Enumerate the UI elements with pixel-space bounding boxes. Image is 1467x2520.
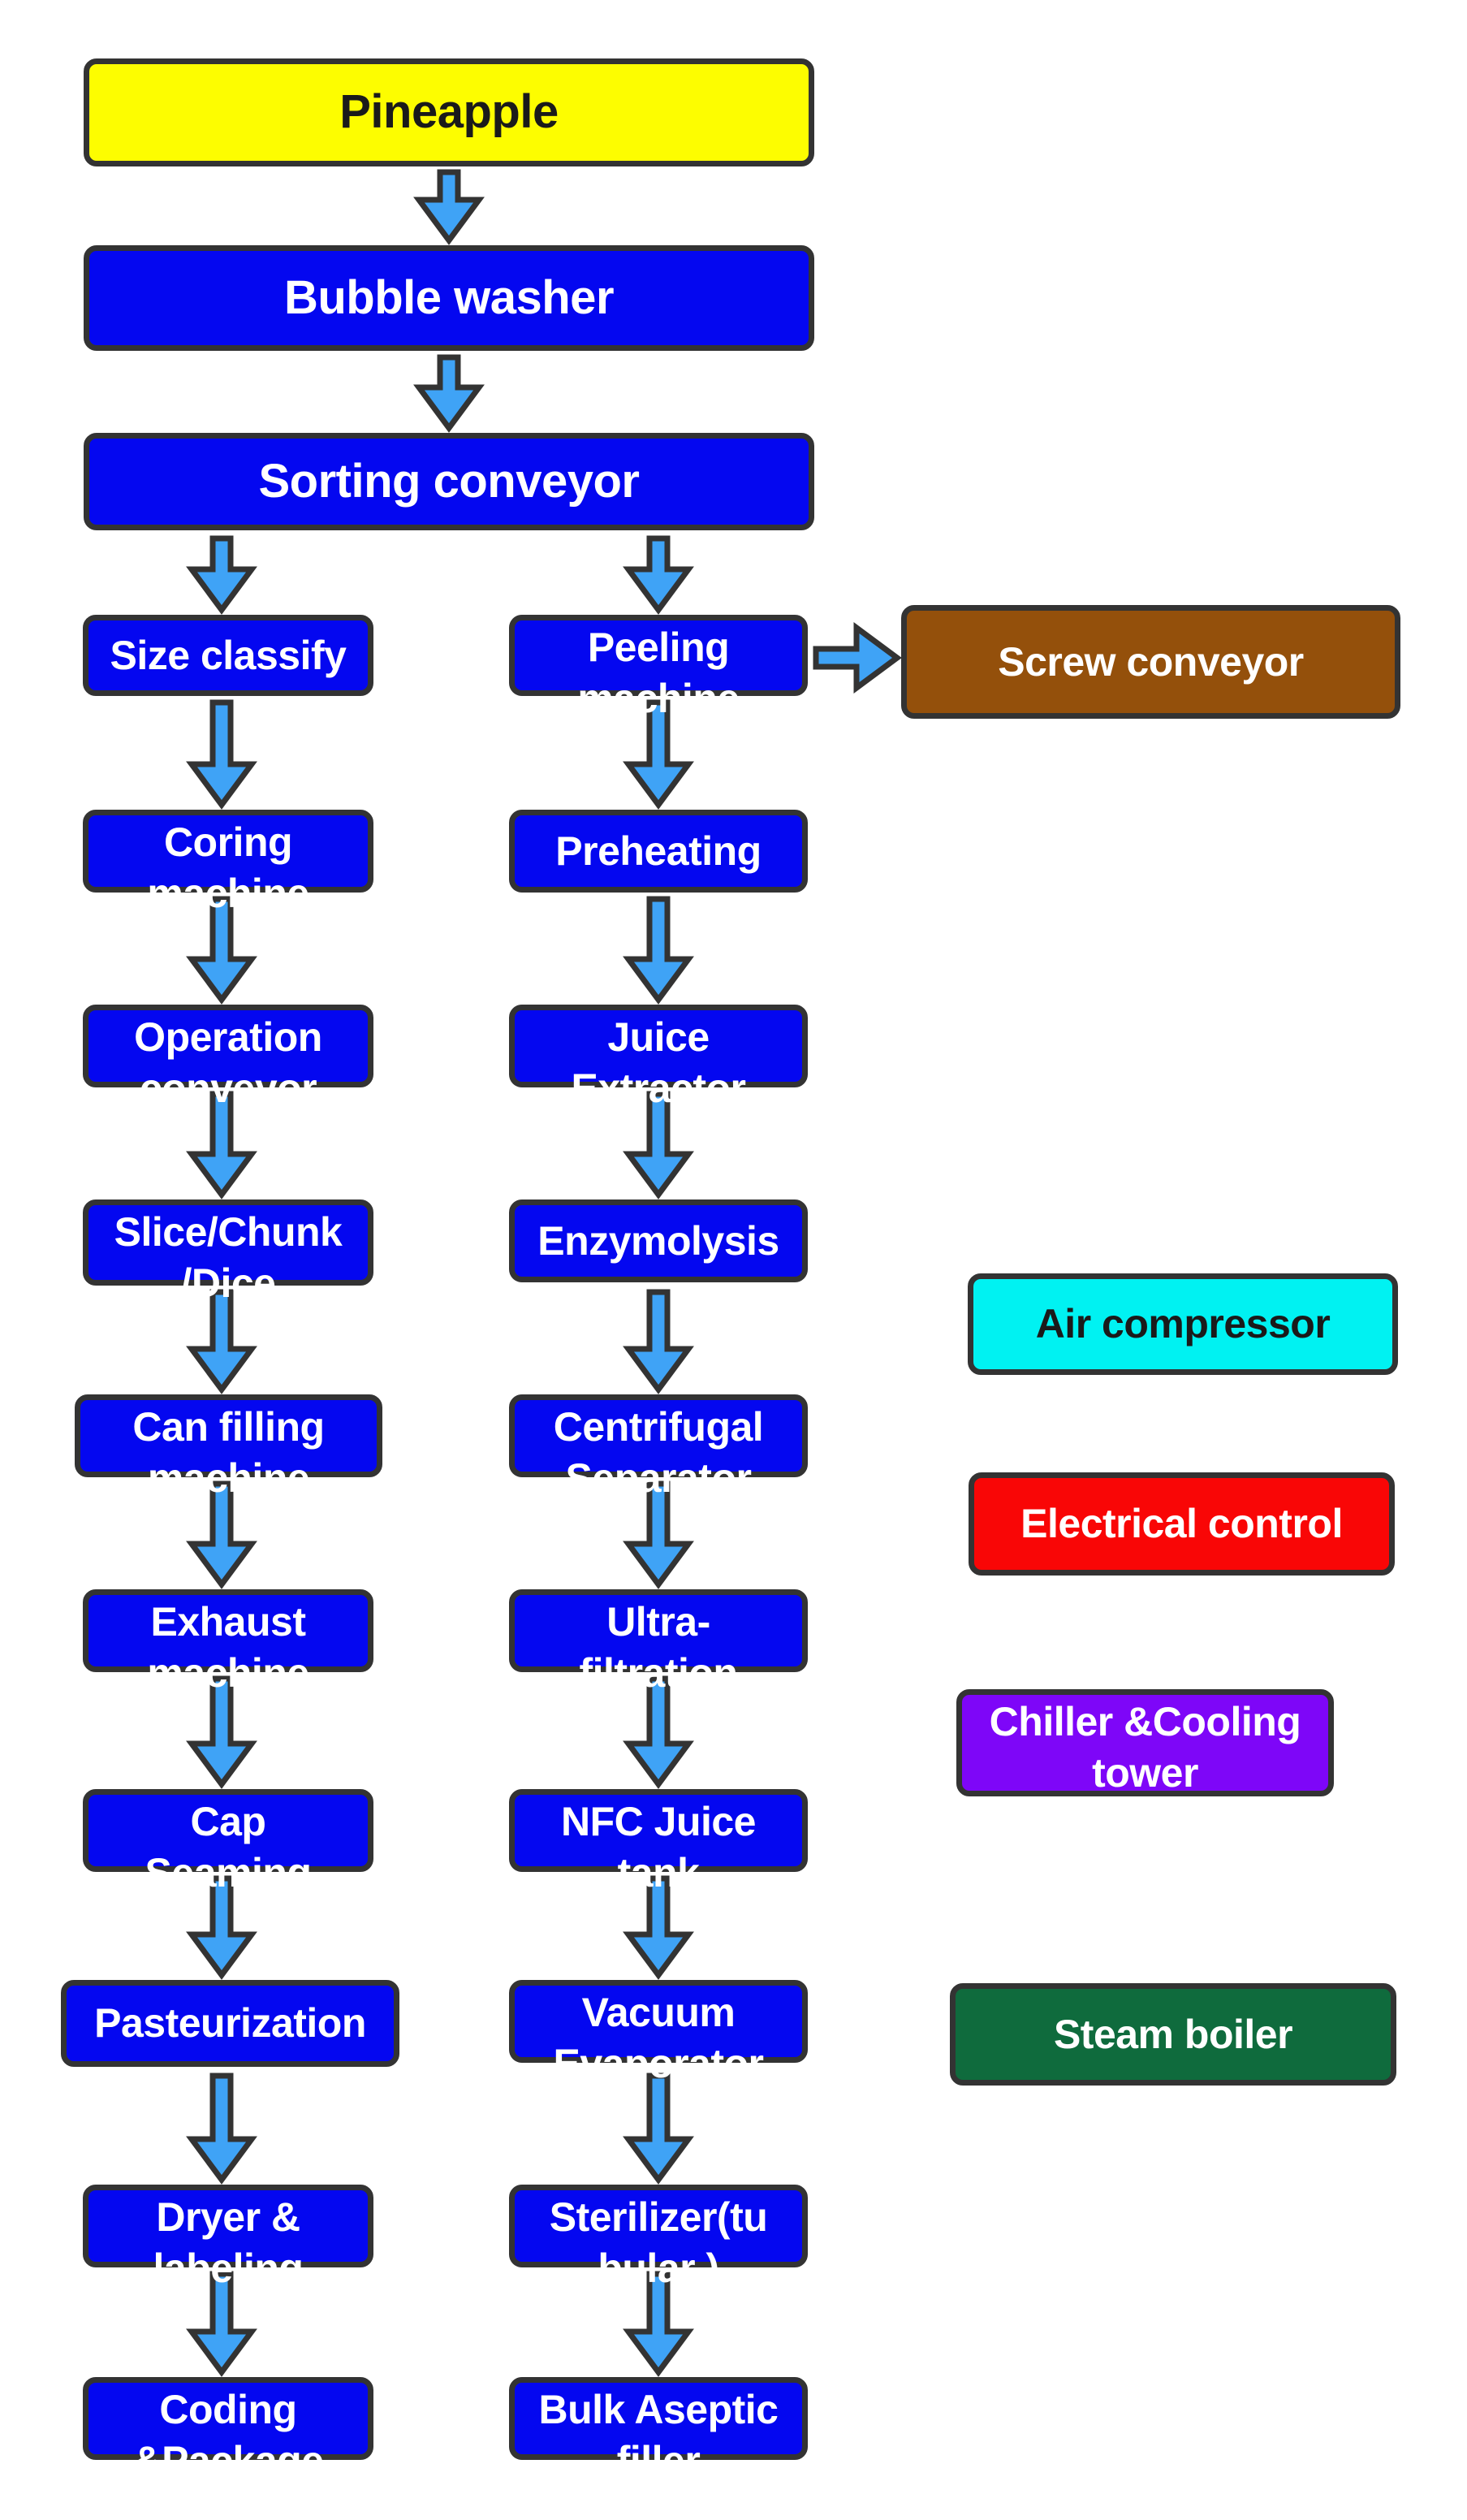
peeling-machine-node: Peeling machine (509, 615, 808, 721)
cap-seaming-node: Cap Seaming (83, 1789, 373, 1895)
chiller-cooling-tower-node: Chiller &Cooling tower (956, 1689, 1334, 1796)
vacuum-to-sterilizer-arrow (623, 2073, 694, 2185)
vacuum-evaporator-label: Vacuum Evaporator (553, 1990, 764, 2086)
cap-seaming-label: Cap Seaming (145, 1799, 312, 1895)
slice-chunk-dice-node: Slice/Chunk /Dice (83, 1199, 373, 1306)
exhaust-machine-node: Exhaust machine (83, 1589, 373, 1696)
pasteurization-node: Pasteurization (61, 1980, 399, 2067)
preheating-node: Preheating (509, 810, 808, 893)
size-classify-node: Size classify (83, 615, 373, 696)
exhaust-to-cap-seaming-arrow (186, 1675, 257, 1789)
juice-extractor-label: Juice Extractor (571, 1014, 746, 1111)
enzymolysis-label: Enzymolysis (537, 1217, 779, 1264)
preheating-to-juice-extractor-arrow (623, 896, 694, 1005)
centrifugal-separator-label: Centrifugal Separator (553, 1404, 764, 1501)
nfc-juice-tank-node: NFC Juice tank (509, 1789, 808, 1895)
sorting-to-peeling-machine-arrow (623, 535, 694, 615)
dryer-labeling-label: Dryer & labeling (153, 2194, 304, 2291)
pineapple-node: Pineapple (84, 58, 814, 166)
nfc-tank-to-vacuum-evaporator-arrow (623, 1875, 694, 1980)
electrical-control-label: Electrical control (1020, 1501, 1343, 1547)
sterilizer-tubular-label: Sterilizer(tu bular ) (549, 2194, 768, 2291)
slice-to-can-filling-arrow (186, 1289, 257, 1394)
operation-conveyor-label: Operation conveyor (134, 1014, 322, 1111)
coring-to-operation-conveyor-arrow (186, 896, 257, 1005)
dryer-to-coding-package-arrow (186, 2271, 257, 2377)
preheating-label: Preheating (555, 828, 762, 874)
peeling-to-preheating-arrow (623, 699, 694, 810)
sterilizer-to-bulk-aseptic-arrow (623, 2271, 694, 2377)
steam-boiler-label: Steam boiler (1053, 2011, 1293, 2057)
air-compressor-node: Air compressor (968, 1273, 1398, 1375)
vacuum-evaporator-node: Vacuum Evaporator (509, 1980, 808, 2086)
bulk-aseptic-filler-label: Bulk Aseptic filler (538, 2387, 779, 2483)
pasteurization-label: Pasteurization (94, 2000, 366, 2047)
exhaust-machine-label: Exhaust machine (147, 1599, 309, 1696)
juice-extractor-to-enzymolysis-arrow (623, 1091, 694, 1199)
nfc-juice-tank-label: NFC Juice tank (560, 1799, 757, 1895)
coding-package-label: Coding &Package (132, 2387, 324, 2483)
sorting-conveyor-label: Sorting conveyor (258, 454, 640, 508)
ultra-filtration-to-nfc-tank-arrow (623, 1675, 694, 1789)
dryer-labeling-node: Dryer & labeling (83, 2185, 373, 2291)
bubble-washer-node: Bubble washer (84, 245, 814, 351)
can-filling-machine-node: Can filling machine (75, 1394, 382, 1501)
sorting-to-size-classify-arrow (186, 535, 257, 615)
can-filling-machine-label: Can filling machine (132, 1404, 325, 1501)
operation-to-slice-chunk-dice-arrow (186, 1091, 257, 1199)
air-compressor-label: Air compressor (1035, 1301, 1331, 1347)
cap-seaming-to-pasteurization-arrow (186, 1875, 257, 1980)
coding-package-node: Coding &Package (83, 2377, 373, 2483)
centrifugal-separator-node: Centrifugal Separator (509, 1394, 808, 1501)
operation-conveyor-node: Operation conveyor (83, 1005, 373, 1111)
centrifugal-to-ultra-filtration-arrow (623, 1480, 694, 1589)
sterilizer-tubular-node: Sterilizer(tu bular ) (509, 2185, 808, 2291)
size-classify-to-coring-arrow (186, 699, 257, 810)
enzymolysis-to-centrifugal-arrow (623, 1289, 694, 1394)
screw-conveyor-label: Screw conveyor (998, 638, 1304, 685)
ultra-filtration-label: Ultra- filtration (579, 1599, 738, 1696)
bubble-washer-label: Bubble washer (283, 270, 615, 324)
peeling-machine-label: Peeling machine (577, 625, 740, 721)
electrical-control-node: Electrical control (969, 1472, 1395, 1576)
sorting-conveyor-node: Sorting conveyor (84, 433, 814, 530)
coring-machine-node: Coring machine (83, 810, 373, 916)
peeling-to-screw-conveyor-arrow (813, 622, 902, 694)
can-filling-to-exhaust-arrow (186, 1480, 257, 1589)
ultra-filtration-node: Ultra- filtration (509, 1589, 808, 1696)
coring-machine-label: Coring machine (147, 819, 309, 916)
screw-conveyor-node: Screw conveyor (901, 605, 1400, 719)
enzymolysis-node: Enzymolysis (509, 1199, 808, 1282)
juice-extractor-node: Juice Extractor (509, 1005, 808, 1111)
chiller-cooling-tower-label: Chiller &Cooling tower (989, 1699, 1301, 1796)
pasteurization-to-dryer-arrow (186, 2073, 257, 2185)
bulk-aseptic-filler-node: Bulk Aseptic filler (509, 2377, 808, 2483)
pineapple-to-bubble-washer-arrow (413, 169, 485, 245)
steam-boiler-node: Steam boiler (950, 1983, 1396, 2086)
pineapple-label: Pineapple (339, 85, 559, 139)
size-classify-label: Size classify (110, 632, 347, 678)
bubble-washer-to-sorting-conveyor-arrow (413, 354, 485, 433)
slice-chunk-dice-label: Slice/Chunk /Dice (114, 1209, 343, 1306)
